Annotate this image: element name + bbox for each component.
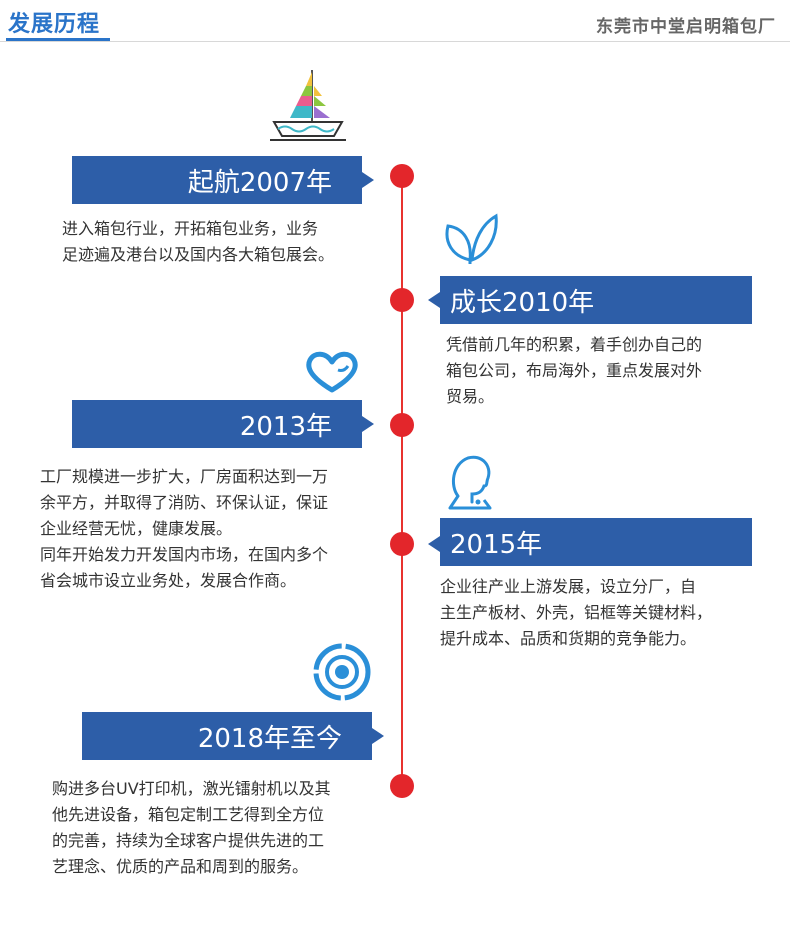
milestone-banner-2013: 2013年 <box>72 400 362 448</box>
milestone-label: 2018年至今 <box>197 723 342 754</box>
heart-icon <box>304 350 360 398</box>
person-head-icon <box>444 452 496 516</box>
milestone-text: 进入箱包行业，开拓箱包业务，业务 足迹遍及港台以及国内各大箱包展会。 <box>62 219 335 264</box>
milestone-banner-2015: 2015年 <box>440 518 752 566</box>
timeline-dot <box>390 288 414 312</box>
banner-arrow <box>428 536 440 552</box>
milestone-label: 2015年 <box>450 529 543 560</box>
banner-arrow <box>362 172 374 188</box>
milestone-text: 购进多台UV打印机，激光镭射机以及其 他先进设备，箱包定制工艺得到全方位 的完善… <box>52 779 331 876</box>
timeline-dot <box>390 774 414 798</box>
milestone-text: 企业往产业上游发展，设立分厂，自 主生产板材、外壳，铝框等关键材料， 提升成本、… <box>440 577 713 648</box>
page-title: 发展历程 <box>8 12 101 37</box>
milestone-text: 凭借前几年的积累，着手创办自己的 箱包公司，布局海外，重点发展对外 贸易。 <box>446 335 703 406</box>
target-icon <box>312 642 372 706</box>
title-underline <box>6 38 110 41</box>
milestone-label: 成长2010年 <box>450 287 595 318</box>
milestone-banner-2007: 起航2007年 <box>72 156 362 204</box>
banner-arrow <box>362 416 374 432</box>
banner-arrow <box>372 728 384 744</box>
timeline-line <box>401 172 403 788</box>
milestone-label: 起航2007年 <box>187 167 332 198</box>
leaf-icon <box>442 212 498 268</box>
sailboat-icon <box>268 66 348 152</box>
header-divider <box>0 41 790 42</box>
milestone-banner-2010: 成长2010年 <box>440 276 752 324</box>
timeline-dot <box>390 532 414 556</box>
milestone-banner-2018: 2018年至今 <box>82 712 372 760</box>
milestone-text: 工厂规模进一步扩大，厂房面积达到一万 余平方，并取得了消防、环保认证，保证 企业… <box>40 467 329 590</box>
banner-arrow <box>428 292 440 308</box>
company-name: 东莞市中堂启明箱包厂 <box>596 17 776 37</box>
timeline-dot <box>390 413 414 437</box>
milestone-label: 2013年 <box>239 411 332 442</box>
timeline-dot <box>390 164 414 188</box>
